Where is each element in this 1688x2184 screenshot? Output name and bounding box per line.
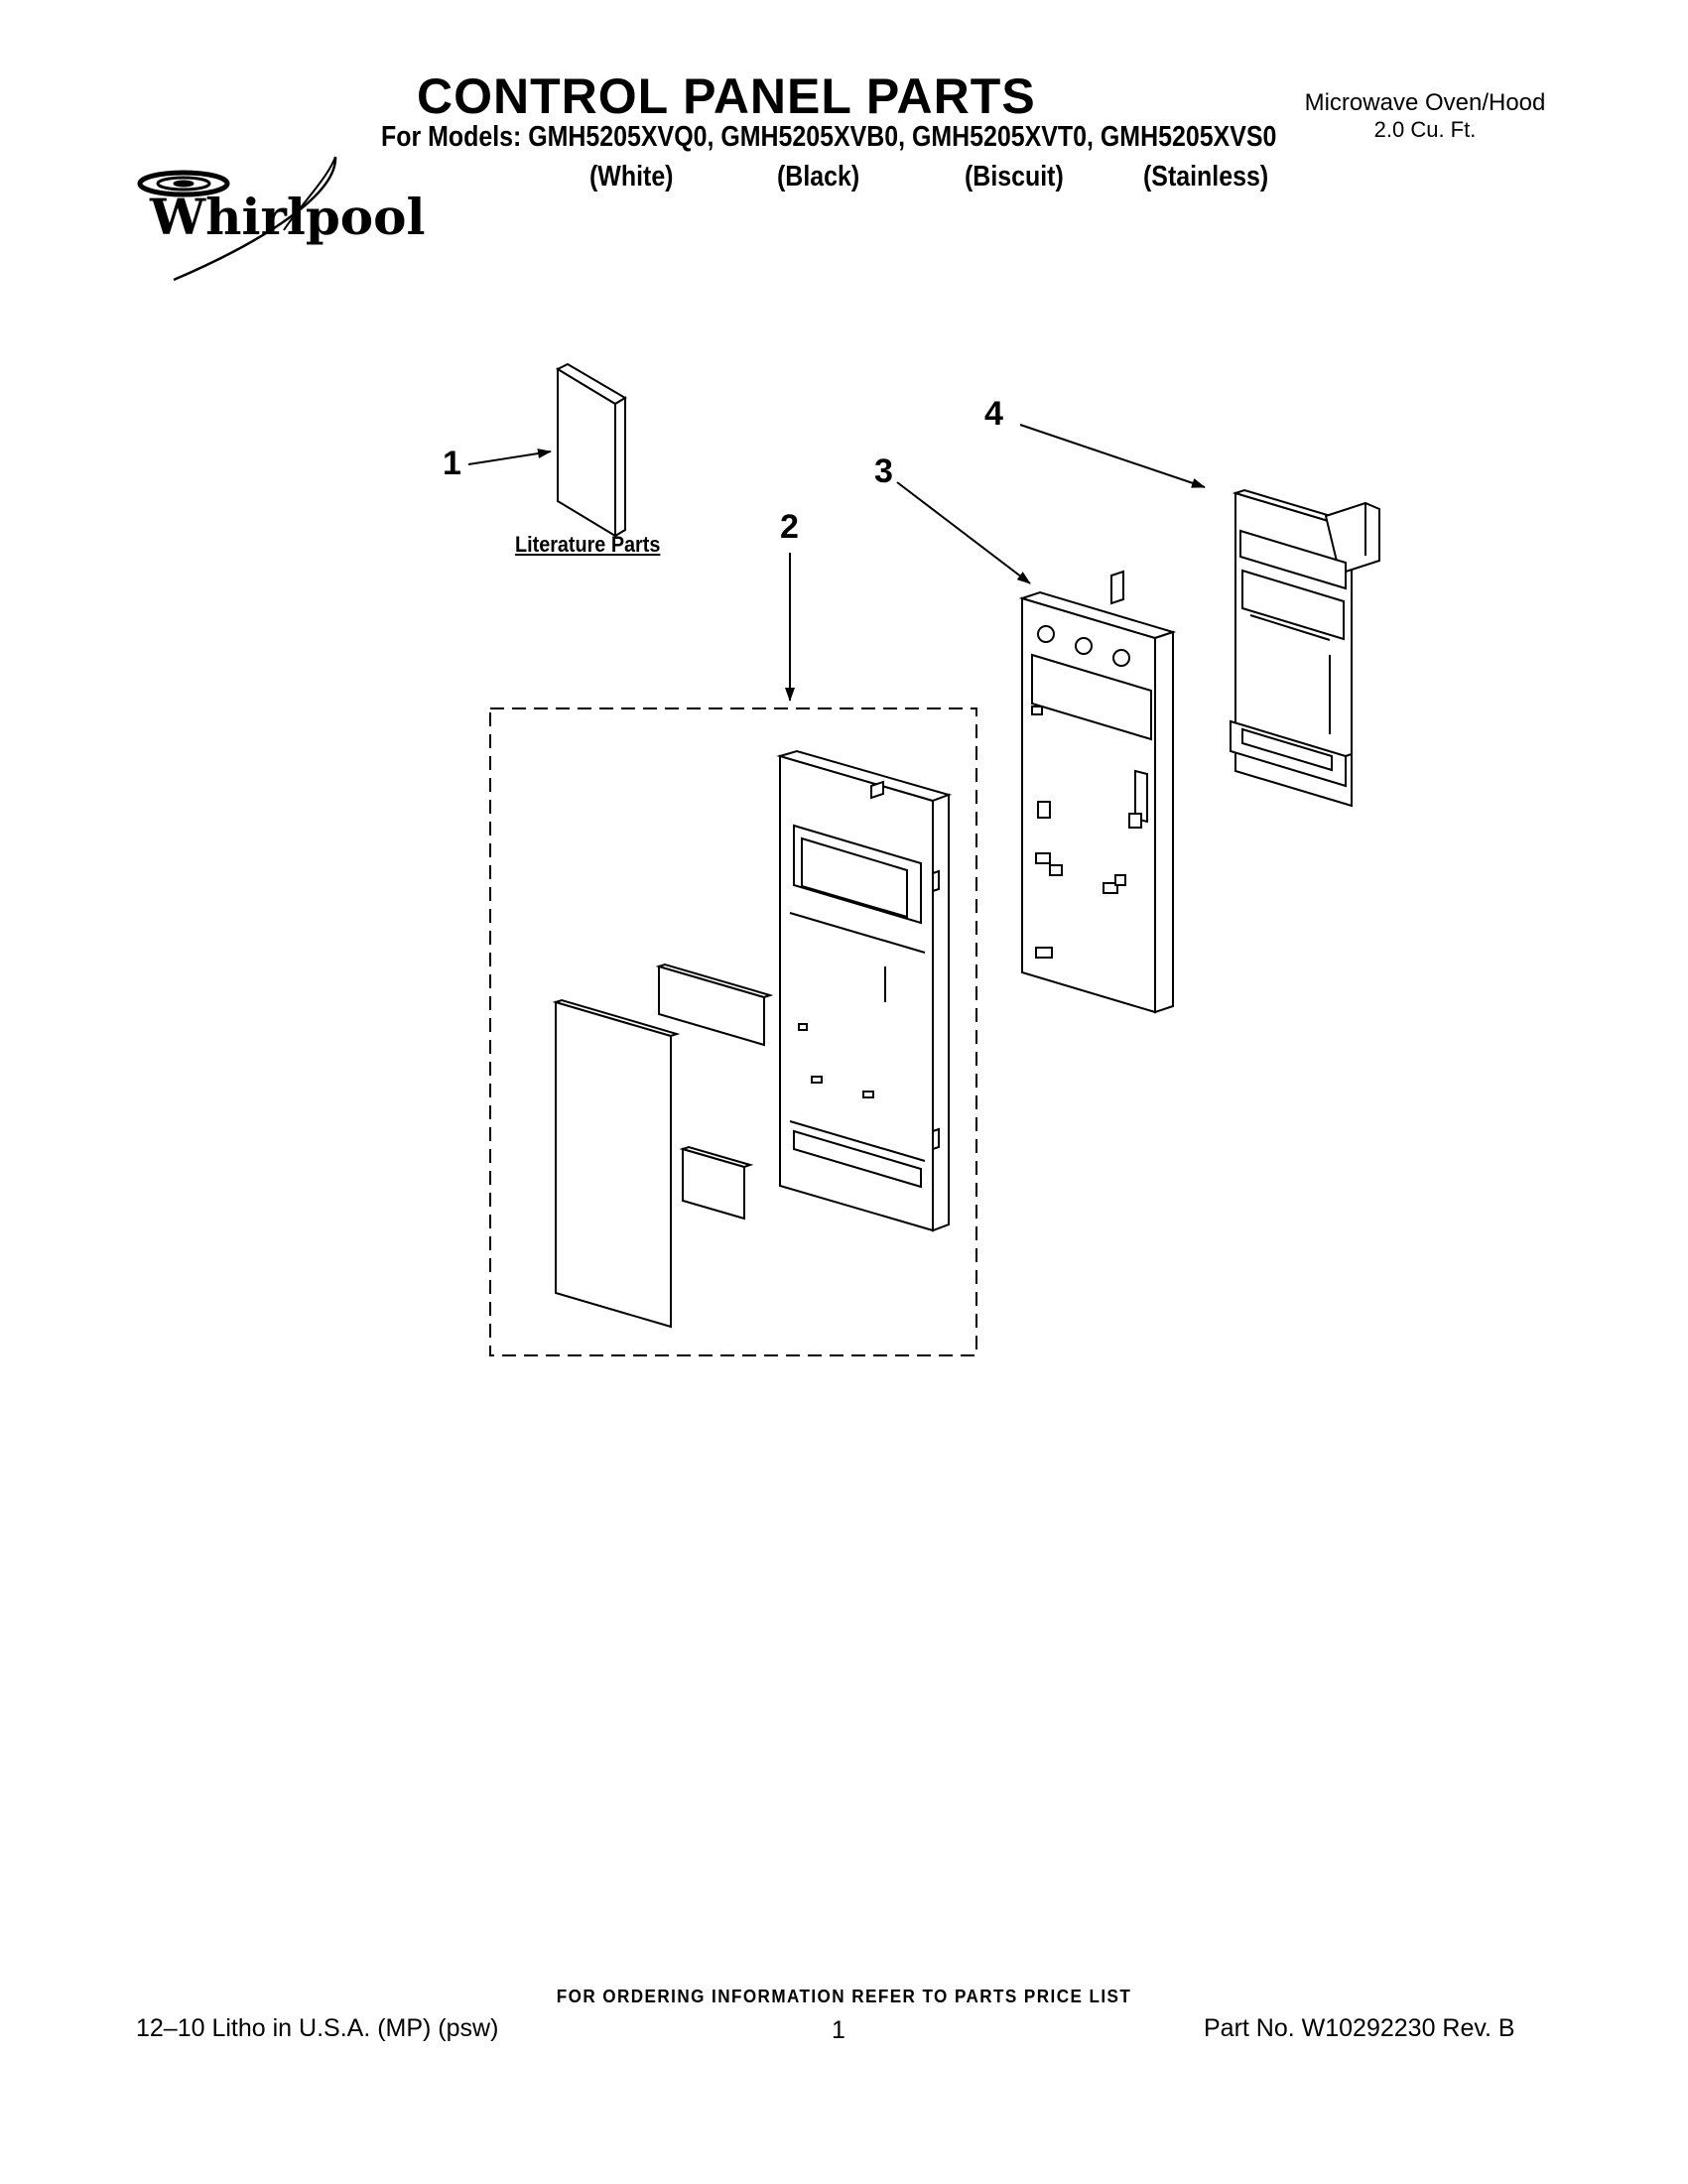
models-line: For Models: GMH5205XVQ0, GMH5205XVB0, GM… bbox=[381, 121, 1277, 153]
callout-2-number: 2 bbox=[780, 508, 799, 546]
color-label-biscuit: (Biscuit) bbox=[965, 161, 1064, 193]
page-number: 1 bbox=[832, 2016, 845, 2044]
display-window bbox=[655, 963, 774, 1047]
label-plate bbox=[679, 1145, 754, 1220]
color-label-white: (White) bbox=[589, 161, 674, 193]
callout-1-leader bbox=[467, 449, 552, 465]
ordering-notice: FOR ORDERING INFORMATION REFER TO PARTS … bbox=[556, 1987, 1132, 2006]
color-label-stainless: (Stainless) bbox=[1143, 161, 1269, 193]
page-title: CONTROL PANEL PARTS bbox=[417, 68, 1036, 124]
keypad-overlay bbox=[552, 998, 681, 1329]
callout-1-number: 1 bbox=[443, 445, 461, 482]
part-number: Part No. W10292230 Rev. B bbox=[1204, 2014, 1515, 2042]
literature-booklet bbox=[555, 362, 627, 538]
part-2-group-box bbox=[489, 707, 977, 1356]
callout-3-leader bbox=[896, 481, 1031, 584]
color-label-black: (Black) bbox=[777, 161, 860, 193]
print-info: 12–10 Litho in U.S.A. (MP) (psw) bbox=[136, 2014, 499, 2042]
callout-4-leader bbox=[1019, 424, 1206, 488]
callout-4-number: 4 bbox=[984, 395, 1003, 433]
control-panel-frame bbox=[776, 749, 953, 1232]
literature-parts-label: Literature Parts bbox=[515, 532, 661, 557]
capacity: 2.0 Cu. Ft. bbox=[1373, 117, 1477, 142]
electronic-control-board bbox=[1230, 488, 1380, 808]
control-panel-bracket bbox=[1018, 570, 1177, 1014]
product-type: Microwave Oven/Hood bbox=[1304, 89, 1546, 116]
callout-3-number: 3 bbox=[874, 452, 893, 490]
